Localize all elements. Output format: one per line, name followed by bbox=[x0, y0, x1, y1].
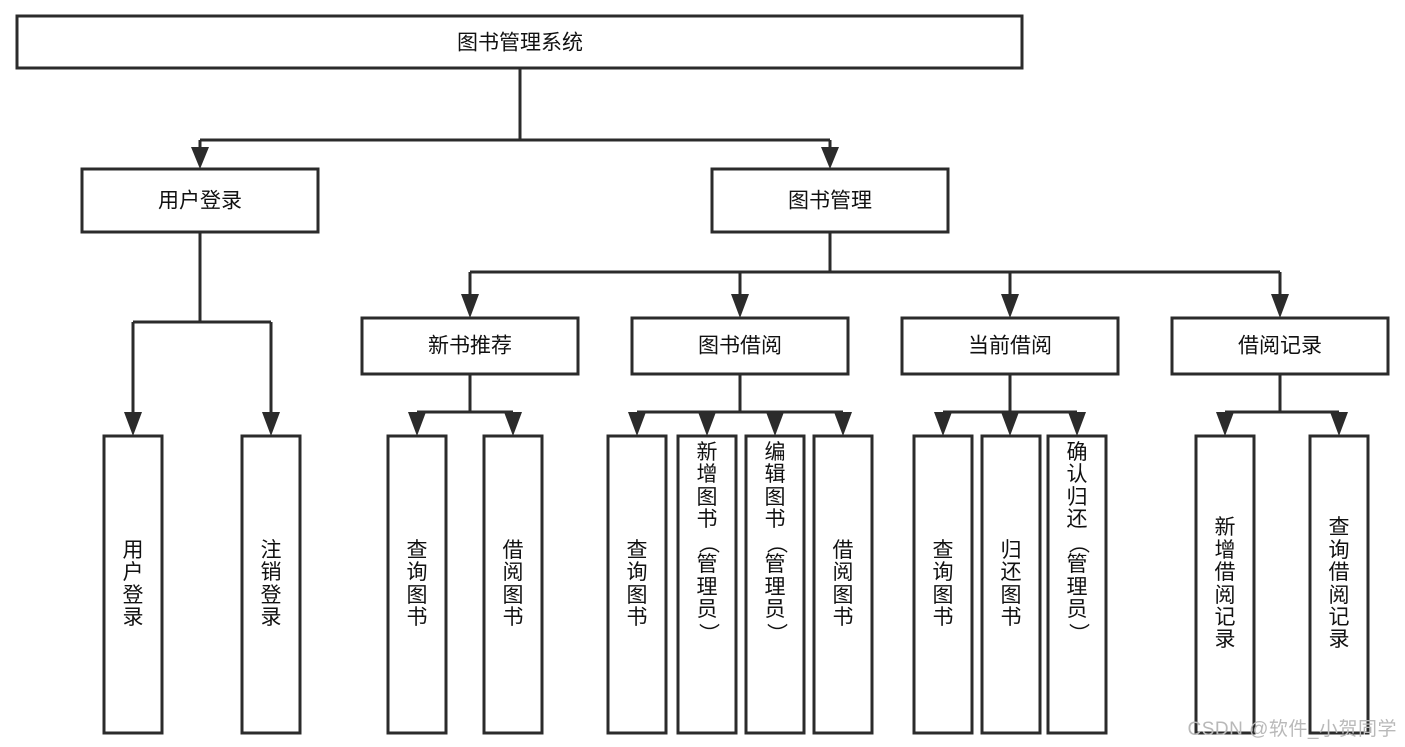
node-leaf-borrow-book-b-box[interactable] bbox=[812, 434, 874, 735]
node-leaf-query-book-a-box[interactable] bbox=[386, 434, 448, 735]
arrow-leaf-borrow-book-b bbox=[834, 412, 852, 436]
node-leaf-logout-box[interactable] bbox=[240, 434, 302, 735]
node-book-borrow-label: 图书借阅 bbox=[698, 335, 782, 358]
node-leaf-add-book-box[interactable] bbox=[676, 434, 738, 735]
node-borrow-record-box[interactable] bbox=[1170, 316, 1390, 376]
arrow-leaf-query-book-b bbox=[628, 412, 646, 436]
arrow-to-borrow-record bbox=[1271, 294, 1289, 318]
node-user-login-box[interactable] bbox=[80, 167, 320, 234]
node-borrow-record-label: 借阅记录 bbox=[1238, 335, 1322, 358]
arrow-leaf-query-book-c bbox=[934, 412, 952, 436]
node-leaf-query-book-c-box[interactable] bbox=[912, 434, 974, 735]
node-leaf-query-book-b-box[interactable] bbox=[606, 434, 668, 735]
arrow-leaf-confirm-return bbox=[1068, 412, 1086, 436]
arrow-leaf-edit-book bbox=[766, 412, 784, 436]
arrow-leaf-add-record bbox=[1216, 412, 1234, 436]
arrow-leaf-add-book bbox=[698, 412, 716, 436]
node-leaf-edit-book-box[interactable] bbox=[744, 434, 806, 735]
node-current-borrow-box[interactable] bbox=[900, 316, 1120, 376]
arrow-leaf-return-book bbox=[1001, 412, 1019, 436]
arrow-leaf-query-book-a bbox=[408, 412, 426, 436]
node-user-login-label: 用户登录 bbox=[158, 190, 242, 213]
arrow-leaf-logout bbox=[262, 412, 280, 436]
node-new-book-recommend-label: 新书推荐 bbox=[428, 335, 512, 358]
arrow-to-book-borrow bbox=[731, 294, 749, 318]
arrow-to-book-mgmt bbox=[821, 147, 839, 169]
node-book-management-box[interactable] bbox=[710, 167, 950, 234]
node-leaf-query-record-box[interactable] bbox=[1308, 434, 1370, 735]
node-group: 图书管理系统 用户登录 图书管理 新书推荐 图书借阅 当前借阅 借阅记录 bbox=[15, 14, 1390, 735]
arrow-leaf-borrow-book-a bbox=[504, 412, 522, 436]
arrow-leaf-query-record bbox=[1330, 412, 1348, 436]
node-leaf-confirm-return-box[interactable] bbox=[1046, 434, 1108, 735]
node-current-borrow-label: 当前借阅 bbox=[968, 335, 1052, 358]
node-book-borrow-box[interactable] bbox=[630, 316, 850, 376]
csdn-watermark: CSDN @软件_小贺同学 bbox=[1187, 719, 1397, 740]
node-leaf-user-login-box[interactable] bbox=[102, 434, 164, 735]
arrow-to-current-borrow bbox=[1001, 294, 1019, 318]
node-new-book-recommend-box[interactable] bbox=[360, 316, 580, 376]
node-leaf-return-book-box[interactable] bbox=[980, 434, 1042, 735]
node-root-label: 图书管理系统 bbox=[457, 32, 583, 55]
node-leaf-add-record-box[interactable] bbox=[1194, 434, 1256, 735]
arrow-to-new-book-rec bbox=[461, 294, 479, 318]
connector-group bbox=[124, 68, 1348, 436]
node-book-management-label: 图书管理 bbox=[788, 190, 872, 213]
arrow-leaf-user-login bbox=[124, 412, 142, 436]
node-leaf-borrow-book-a-box[interactable] bbox=[482, 434, 544, 735]
node-root-box[interactable] bbox=[15, 14, 1024, 70]
arrow-to-user-login bbox=[191, 147, 209, 169]
